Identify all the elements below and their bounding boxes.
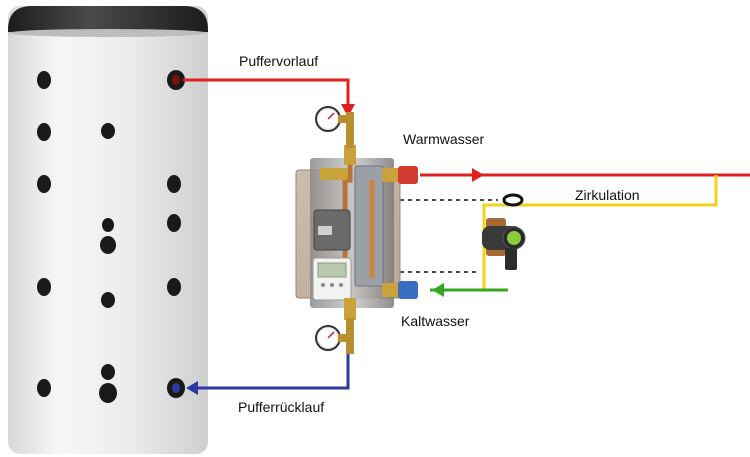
tank-port xyxy=(101,292,115,308)
tank-port xyxy=(37,175,51,193)
tank-port xyxy=(37,71,51,89)
hot-water-arrow xyxy=(472,168,484,182)
circulation-pump xyxy=(482,193,526,270)
label-zirkulation: Zirkulation xyxy=(575,187,640,203)
tank-cap xyxy=(8,6,208,32)
buffer-tank xyxy=(8,6,208,454)
brass-fitting-bottom xyxy=(344,298,356,320)
cold-inlet-valve xyxy=(398,281,418,299)
gauge-top-connector xyxy=(338,115,348,123)
tank-port xyxy=(37,123,51,141)
heat-exchanger xyxy=(354,165,384,287)
controller-button xyxy=(330,283,334,287)
gauge-bottom-stem xyxy=(346,318,354,354)
tank-port xyxy=(37,278,51,296)
tank-port xyxy=(100,236,116,254)
gauge-top-needle xyxy=(327,112,335,120)
tank-port xyxy=(101,123,115,139)
circulation-line xyxy=(482,175,718,290)
tank-port xyxy=(37,379,51,397)
tank-port xyxy=(167,278,181,296)
tank-port xyxy=(99,383,117,403)
cold-water-arrow xyxy=(432,283,444,297)
brass-fitting-upper-left xyxy=(320,168,348,180)
buffer-return-line xyxy=(190,352,350,390)
controller-button xyxy=(321,283,325,287)
tank-ports xyxy=(37,71,181,403)
check-valve-ring-icon xyxy=(502,193,524,207)
tank-port-return-inner xyxy=(172,383,180,393)
controller-button xyxy=(339,283,343,287)
gauge-bottom-needle xyxy=(327,331,335,339)
tank-port-supply-inner xyxy=(172,75,180,85)
tank-port xyxy=(167,214,181,232)
gauge-top-stem xyxy=(346,112,354,148)
pump-terminal-box xyxy=(505,248,517,270)
label-puffervorlauf: Puffervorlauf xyxy=(239,53,319,69)
buffer-supply-arrow xyxy=(341,104,355,117)
controller-display xyxy=(317,262,347,278)
buffer-supply-line xyxy=(183,78,350,110)
pump-nameplate xyxy=(318,226,332,235)
hot-outlet-valve xyxy=(398,166,418,184)
tank-port xyxy=(102,218,114,232)
tank-port xyxy=(167,175,181,193)
label-warmwasser: Warmwasser xyxy=(403,131,485,147)
buffer-return-arrow xyxy=(186,381,198,395)
label-kaltwasser: Kaltwasser xyxy=(401,313,470,329)
label-pufferruecklauf: Pufferrücklauf xyxy=(238,399,325,415)
gauge-bottom-connector xyxy=(338,334,348,342)
pump-head-dial-icon xyxy=(507,231,521,245)
tank-port xyxy=(101,364,115,380)
brass-fitting-top xyxy=(344,145,356,165)
fresh-water-station xyxy=(295,106,418,354)
tank-cap-edge xyxy=(8,29,208,37)
